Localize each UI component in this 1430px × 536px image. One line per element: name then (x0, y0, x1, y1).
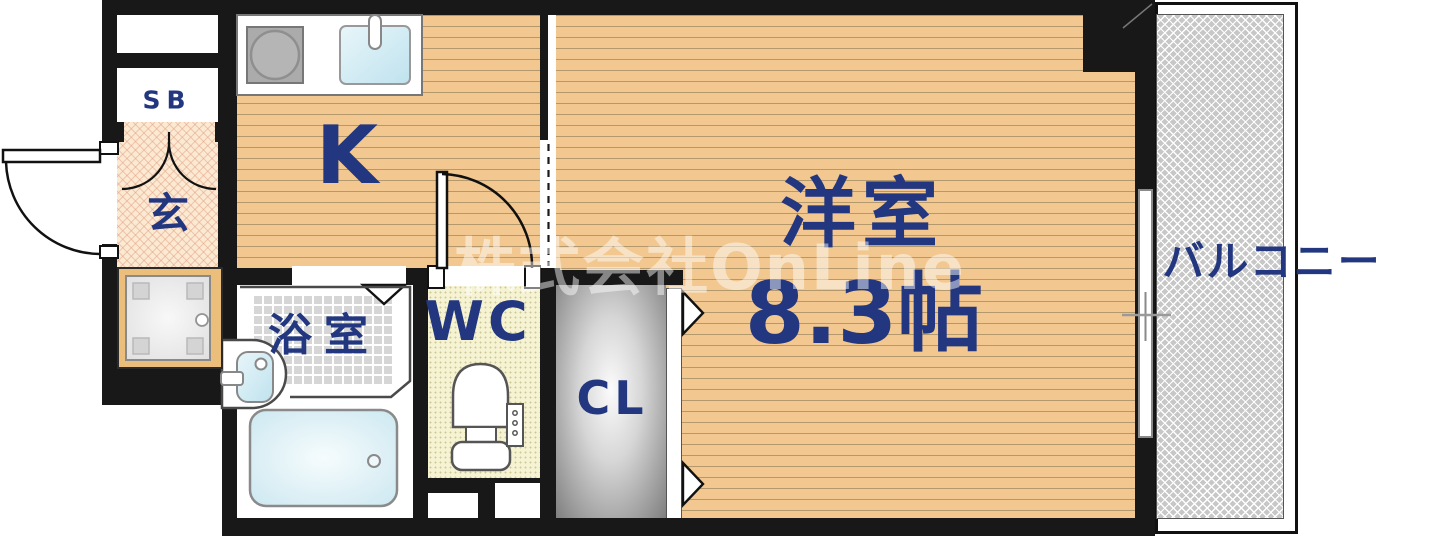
bath-unit-outline (240, 285, 412, 399)
sb-door-arc-left (121, 141, 171, 191)
wall-wc-right (540, 270, 556, 536)
toilet-tank (450, 440, 512, 472)
shoe-box (117, 68, 222, 122)
toilet-panel-dot1 (512, 410, 518, 416)
wall-genkan-stub-l (117, 122, 124, 142)
watermark: 株式会社OnLine (454, 231, 966, 304)
utility-box-corner1 (132, 282, 150, 300)
wall-left-upper (102, 0, 117, 152)
main-room-label: 洋室 (780, 169, 944, 258)
wc-door-arc (441, 172, 534, 269)
wall-cl-top (556, 270, 683, 285)
entrance-door-leaf (1, 148, 102, 164)
entrance-jamb-top (99, 141, 119, 155)
closet-floor (556, 285, 666, 518)
toilet-bowl (451, 362, 510, 429)
kitchen-label: K (316, 109, 378, 202)
entrance-door-arc (4, 161, 101, 256)
wc-jamb-left (427, 265, 445, 289)
toilet-panel-dot3 (512, 430, 518, 436)
wall-k-room-white (548, 15, 556, 140)
wall-col-right (218, 0, 237, 285)
wall-miter-slash (1122, 3, 1153, 29)
wc-notch-a (428, 493, 478, 518)
wall-left-lower (102, 244, 117, 405)
sb-door-arc-right (167, 141, 217, 191)
wall-genkan-stub-r (215, 122, 222, 142)
wall-k-room-stub (540, 265, 556, 285)
balcony-floor (1156, 14, 1284, 519)
bathtub (248, 408, 399, 508)
bathroom-label: 浴室 (268, 310, 380, 361)
toilet-seat-hinge (465, 426, 497, 443)
wall-under-box (102, 368, 230, 405)
wall-top (102, 0, 1155, 15)
bathtub-drain (367, 454, 381, 468)
wall-bottom (222, 518, 1155, 536)
entrance-jamb-bottom (99, 245, 119, 259)
washbasin-tab (220, 371, 244, 386)
wall-sb-divider (117, 53, 222, 68)
bath-door-triangle (359, 283, 409, 306)
wc-label: WC (424, 290, 532, 353)
utility-box-circle (195, 313, 209, 327)
stove-burner (249, 29, 301, 81)
kitchen-faucet (368, 14, 382, 50)
utility-box-corner2 (186, 282, 204, 300)
wc-door-gap (443, 266, 527, 286)
k-room-opening (541, 140, 556, 268)
utility-box-corner3 (132, 337, 150, 355)
wall-k-room-top (540, 15, 548, 140)
toilet-panel-dot2 (512, 420, 518, 426)
closet-label: CL (576, 371, 648, 425)
bath-door-gap (292, 266, 406, 286)
wall-bath-right (413, 270, 428, 536)
shoe-box-label: SB (142, 85, 192, 115)
entrance-label: 玄 (146, 189, 190, 238)
main-room-size-label: 8.3帖 (744, 264, 984, 364)
cl-door-triangle-bottom (681, 460, 705, 508)
washbasin-drain (254, 357, 268, 371)
wc-door-leaf (435, 170, 449, 270)
balcony-label: バルコニー (1162, 237, 1382, 286)
sb-upper-box (117, 15, 222, 53)
utility-box-corner4 (186, 337, 204, 355)
cl-door-triangle-top (681, 289, 705, 337)
wc-notch-b (495, 483, 540, 518)
